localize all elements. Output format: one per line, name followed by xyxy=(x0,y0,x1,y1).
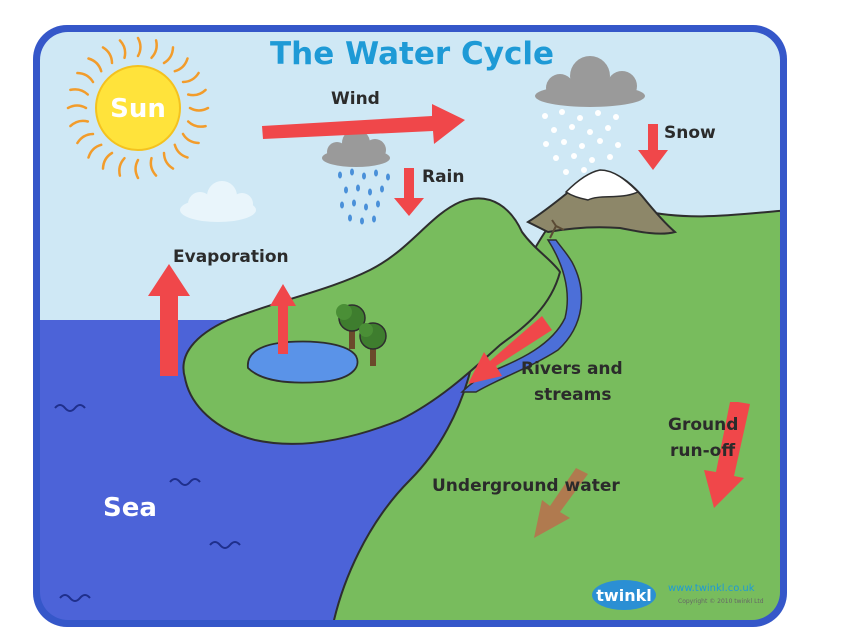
snowflake xyxy=(615,142,621,148)
lake xyxy=(248,342,358,383)
raindrop xyxy=(360,218,364,225)
raindrop xyxy=(362,173,366,180)
snowflake xyxy=(551,127,557,133)
snowflake xyxy=(613,114,619,120)
raindrop xyxy=(340,202,344,209)
underground-water-label: Underground water xyxy=(432,476,620,496)
twinkl-logo-text: twinkl xyxy=(596,586,651,605)
ground-runoff-label-line2: run-off xyxy=(670,441,735,461)
raindrop xyxy=(348,215,352,222)
snowflake xyxy=(559,109,565,115)
snowflake xyxy=(553,155,559,161)
raindrop xyxy=(338,172,342,179)
ground-runoff-label-line1: Ground xyxy=(668,415,738,435)
wind-label: Wind xyxy=(331,89,380,109)
snowflake xyxy=(542,113,548,119)
raindrop xyxy=(374,170,378,177)
snowflake xyxy=(563,169,569,175)
sea-label: Sea xyxy=(103,493,157,523)
page-title: The Water Cycle xyxy=(270,36,554,72)
raindrop xyxy=(344,187,348,194)
raindrop xyxy=(380,186,384,193)
raindrop xyxy=(356,185,360,192)
snowflake xyxy=(597,138,603,144)
snow-label: Snow xyxy=(664,123,716,143)
copyright-text: Copyright © 2010 twinkl Ltd xyxy=(678,598,764,605)
snowflake xyxy=(587,129,593,135)
snowflake xyxy=(605,125,611,131)
snowflake xyxy=(569,124,575,130)
raindrop xyxy=(352,200,356,207)
raindrop xyxy=(386,174,390,181)
website-link[interactable]: www.twinkl.co.uk xyxy=(668,583,755,594)
raindrop xyxy=(372,216,376,223)
rain-label: Rain xyxy=(422,167,465,187)
snowflake xyxy=(579,143,585,149)
snowflake xyxy=(561,139,567,145)
rivers-label-line2: streams xyxy=(534,385,611,405)
twinkl-logo[interactable]: twinkl xyxy=(592,580,656,610)
snowflake xyxy=(595,110,601,116)
snowflake xyxy=(571,153,577,159)
raindrop xyxy=(376,201,380,208)
raindrop xyxy=(364,204,368,211)
sun-label: Sun xyxy=(110,94,166,124)
snowflake xyxy=(543,141,549,147)
snowflake xyxy=(589,157,595,163)
snowflake xyxy=(581,167,587,173)
rivers-label-line1: Rivers and xyxy=(521,359,623,379)
snowflake xyxy=(577,115,583,121)
evaporation-label: Evaporation xyxy=(173,247,289,267)
snowflake xyxy=(607,154,613,160)
raindrop xyxy=(368,189,372,196)
raindrop xyxy=(350,169,354,176)
